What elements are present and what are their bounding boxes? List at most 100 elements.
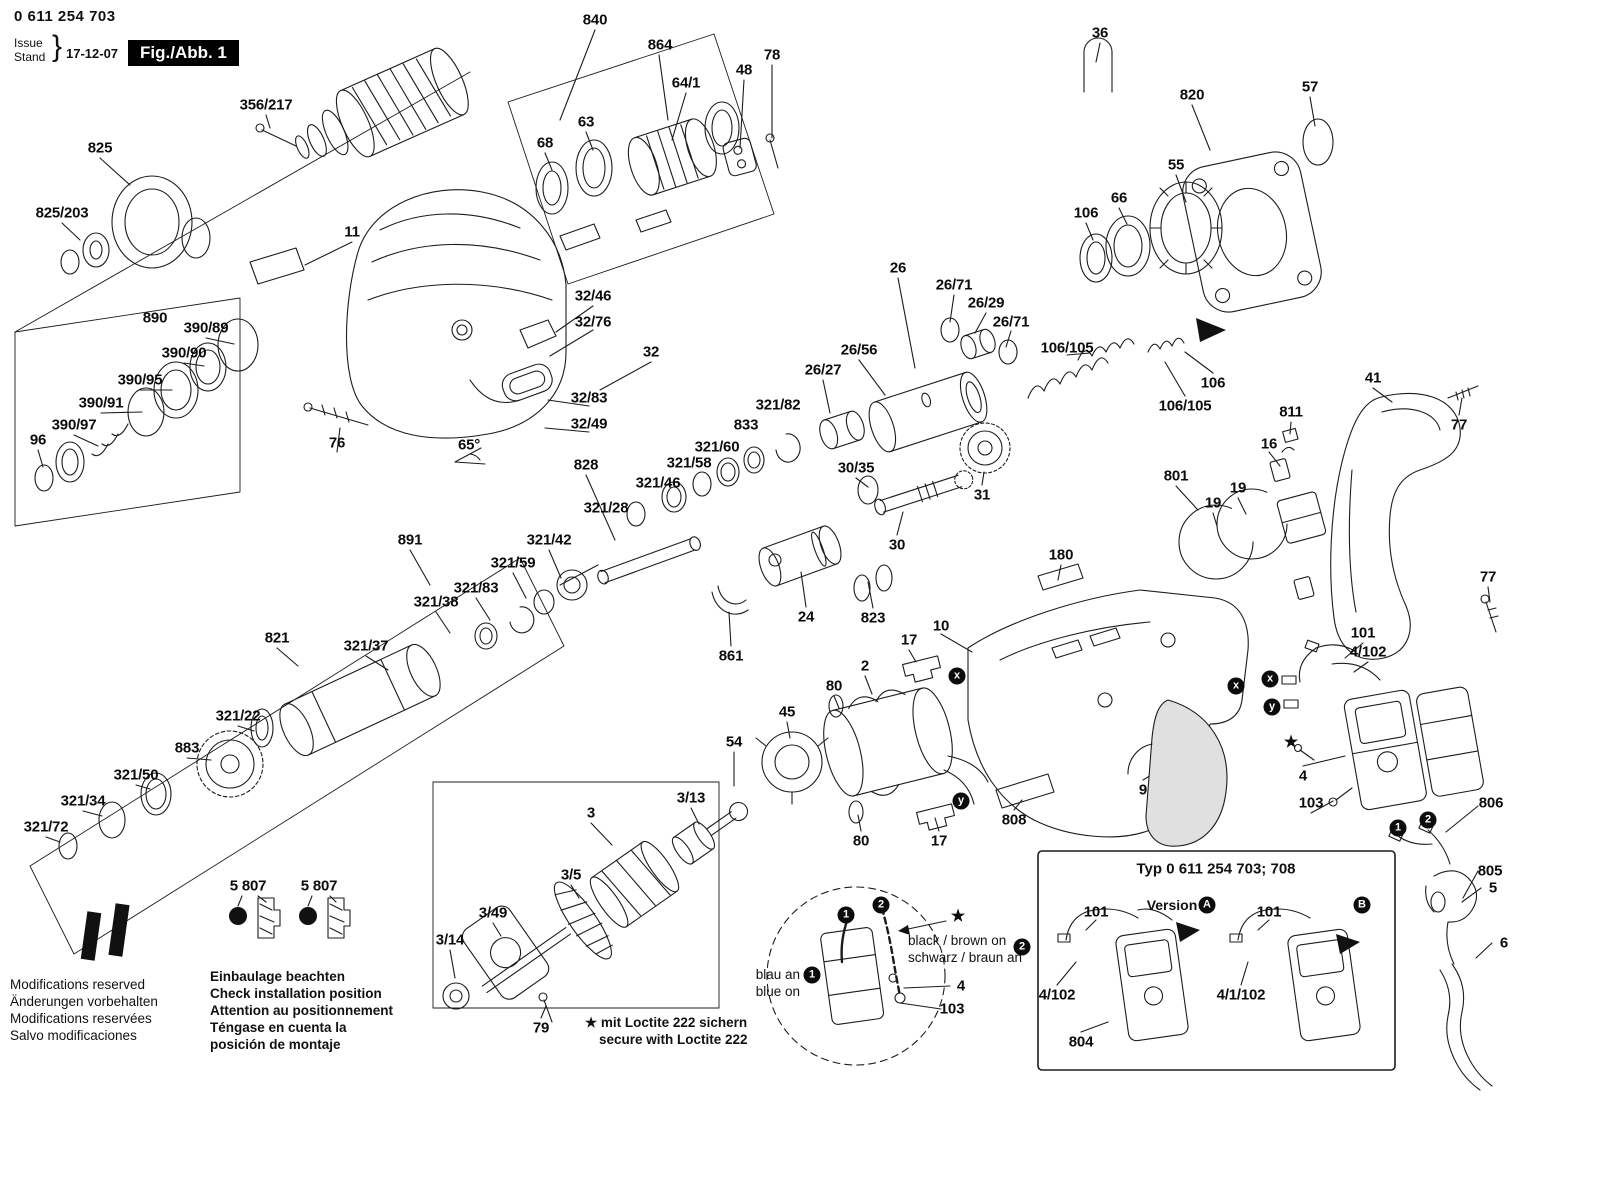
part-label-3: 3 — [586, 804, 596, 822]
circle-marker-2: 2 — [1419, 811, 1437, 829]
part-label-820: 820 — [1179, 86, 1205, 104]
part-label-828: 828 — [573, 456, 599, 474]
part-label-321-46: 321/46 — [635, 474, 681, 492]
part-label-6: 6 — [1499, 934, 1509, 952]
modifications-note: Modifications reserved Änderungen vorbeh… — [10, 977, 158, 1043]
part-label-17: 17 — [900, 631, 918, 649]
part-label-390-95: 390/95 — [117, 371, 163, 389]
circle-marker-B: B — [1353, 896, 1371, 914]
part-label-5-807: 5 807 — [229, 877, 267, 895]
part-label-861: 861 — [718, 647, 744, 665]
part-label-390-89: 390/89 — [183, 319, 229, 337]
inset-title: Typ 0 611 254 703; 708 — [1136, 860, 1296, 878]
part-label-823: 823 — [860, 609, 886, 627]
wire-black-note: black / brown on schwarz / braun an — [908, 933, 1023, 965]
issue-stand-label: Issue Stand — [14, 36, 46, 64]
circle-marker-x: x — [1227, 677, 1245, 695]
part-label-321-42: 321/42 — [526, 531, 572, 549]
part-label-77: 77 — [1450, 416, 1468, 434]
part-label-78: 78 — [763, 46, 781, 64]
part-label-5: 5 — [1488, 879, 1498, 897]
part-label-808: 808 — [1001, 811, 1027, 829]
part-label-3-5: 3/5 — [560, 866, 582, 884]
part-label-103: 103 — [1298, 794, 1324, 812]
part-label-833: 833 — [733, 416, 759, 434]
circle-marker-y: y — [1263, 698, 1281, 716]
part-label-321-58: 321/58 — [666, 454, 712, 472]
part-label-321-22: 321/22 — [215, 707, 261, 725]
part-label-321-34: 321/34 — [60, 792, 106, 810]
switch-module — [1281, 639, 1493, 1091]
cylinder-group — [819, 317, 1109, 516]
part-label-4: 4 — [1298, 767, 1308, 785]
grommets — [80, 897, 351, 961]
part-label-80: 80 — [825, 677, 843, 695]
part-label-24: 24 — [797, 608, 815, 626]
part-label-30-35: 30/35 — [837, 459, 875, 477]
part-label-16: 16 — [1260, 435, 1278, 453]
part-label-180: 180 — [1048, 546, 1074, 564]
part-label-825: 825 — [87, 139, 113, 157]
part-label-321-50: 321/50 — [113, 766, 159, 784]
part-label-805: 805 — [1477, 862, 1503, 880]
part-label-106-105: 106/105 — [1158, 397, 1212, 415]
circle-marker-x: x — [1261, 670, 1279, 688]
circle-marker-1: 1 — [837, 906, 855, 924]
star-marker: ★ — [950, 908, 966, 925]
part-label-356-217: 356/217 — [239, 96, 293, 114]
part-label-4-102: 4/102 — [1038, 986, 1076, 1004]
part-label-883: 883 — [174, 739, 200, 757]
part-label-26-29: 26/29 — [967, 294, 1005, 312]
part-label-390-97: 390/97 — [51, 416, 97, 434]
part-label-9: 9 — [1138, 781, 1148, 799]
motor-housing — [967, 563, 1249, 847]
part-label-801: 801 — [1163, 467, 1189, 485]
part-label-4: 4 — [956, 977, 966, 995]
part-label-840: 840 — [582, 11, 608, 29]
issue-date: 17-12-07 — [66, 46, 119, 61]
leader-lines — [37, 29, 1493, 1033]
installation-note: Einbaulage beachten Check installation p… — [210, 969, 393, 1052]
part-label-321-38: 321/38 — [413, 593, 459, 611]
part-label-3-49: 3/49 — [478, 904, 508, 922]
part-label-321-60: 321/60 — [694, 438, 740, 456]
part-label-101: 101 — [1083, 903, 1109, 921]
part-label-26-56: 26/56 — [840, 341, 878, 359]
part-label-321-37: 321/37 — [343, 637, 389, 655]
part-label-26-71: 26/71 — [935, 276, 973, 294]
part-label-64-1: 64/1 — [671, 74, 701, 92]
part-label-54: 54 — [725, 733, 743, 751]
part-label-106: 106 — [1073, 204, 1099, 222]
wire-blue-note: blau an blue on — [755, 967, 800, 999]
part-label-76: 76 — [328, 434, 346, 452]
part-label-390-91: 390/91 — [78, 394, 124, 412]
figure-label: Fig./Abb. 1 — [128, 40, 239, 66]
part-label-66: 66 — [1110, 189, 1128, 207]
loctite-note: ★ mit Loctite 222 sichern secure with Lo… — [585, 1015, 748, 1047]
part-label-890: 890 — [142, 309, 168, 327]
part-label-48: 48 — [735, 61, 753, 79]
part-label-65-: 65° — [457, 436, 481, 454]
part-label-10: 10 — [932, 617, 950, 635]
circle-marker-2: 2 — [1013, 938, 1031, 956]
frame-panels — [14, 33, 775, 1009]
part-label-864: 864 — [647, 36, 673, 54]
star-marker: ★ — [1283, 734, 1299, 751]
part-label-321-82: 321/82 — [755, 396, 801, 414]
brace-glyph: } — [52, 30, 63, 63]
part-label-825-203: 825/203 — [35, 204, 89, 222]
part-label-3-13: 3/13 — [676, 789, 706, 807]
part-label-26-71: 26/71 — [992, 313, 1030, 331]
part-label-390-90: 390/90 — [161, 344, 207, 362]
part-label-26: 26 — [889, 259, 907, 277]
part-label-11: 11 — [344, 223, 360, 241]
brush-plate — [1178, 427, 1327, 600]
part-label-321-28: 321/28 — [583, 499, 629, 517]
part-label-821: 821 — [264, 629, 290, 647]
part-label-63: 63 — [577, 113, 595, 131]
aux-chuck-group — [60, 175, 211, 275]
part-label-17: 17 — [930, 832, 948, 850]
part-label-19: 19 — [1204, 494, 1222, 512]
motor-field — [755, 655, 989, 831]
